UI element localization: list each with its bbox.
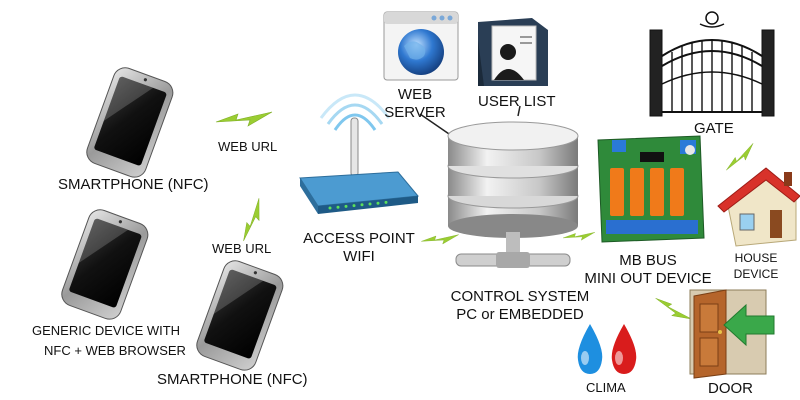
smartphone-bottom-icon [192, 256, 287, 375]
web-server-line-2: SERVER [384, 104, 446, 121]
smartphone-top-icon [82, 63, 177, 182]
lightning-bolt-icon [236, 197, 269, 243]
lightning-bolt-icon [421, 234, 459, 245]
wifi-router-icon [299, 93, 419, 214]
iron-gate-icon [649, 11, 775, 117]
gate-label: GATE [694, 120, 734, 137]
web-url-label: WEB URL [212, 241, 272, 256]
generic-device-line-2: NFC + WEB BROWSER [44, 343, 186, 358]
water-drop-icon [611, 324, 637, 374]
user-list-label: USER LIST [478, 93, 556, 110]
web-server-line-1: WEB [397, 86, 433, 103]
mb-bus-line-2: MINI OUT DEVICE [584, 270, 712, 287]
house-icon [717, 167, 800, 247]
database-server-icon [419, 105, 579, 268]
smartphone-label: SMARTPHONE (NFC) [58, 176, 209, 193]
control-system-line-2: PC or EMBEDDED [456, 306, 584, 323]
generic-device-label: GENERIC DEVICE WITH NFC + WEB BROWSER [32, 323, 186, 359]
access-point-label: ACCESS POINT WIFI [294, 230, 424, 266]
smartphone-label: SMARTPHONE (NFC) [157, 371, 308, 388]
generic-device-line-1: GENERIC DEVICE WITH [32, 323, 181, 338]
access-point-line-2: WIFI [343, 248, 375, 265]
water-drop-icon [577, 324, 603, 374]
web-server-label: WEB SERVER [380, 86, 450, 122]
access-point-line-1: ACCESS POINT [303, 230, 415, 247]
user-list-folder-icon [478, 18, 548, 86]
web-server-window-icon [383, 11, 459, 81]
lightning-bolt-icon [653, 292, 693, 328]
clima-label: CLIMA [586, 380, 626, 395]
house-device-line-2: DEVICE [733, 267, 779, 281]
lightning-bolt-icon [722, 143, 759, 173]
house-device-line-1: HOUSE [734, 251, 778, 265]
lightning-bolt-icon [215, 111, 273, 127]
mb-bus-line-1: MB BUS [619, 252, 677, 269]
smartphone-generic-icon [57, 205, 152, 324]
door-icon [689, 289, 775, 379]
mb-bus-label: MB BUS MINI OUT DEVICE [578, 252, 718, 288]
relay-board-icon [597, 135, 705, 243]
control-system-label: CONTROL SYSTEM PC or EMBEDDED [440, 288, 600, 324]
door-label: DOOR [708, 380, 753, 397]
web-url-label: WEB URL [218, 139, 278, 154]
house-device-label: HOUSE DEVICE [724, 250, 788, 282]
control-system-line-1: CONTROL SYSTEM [450, 288, 590, 305]
lightning-bolt-icon [562, 232, 596, 241]
